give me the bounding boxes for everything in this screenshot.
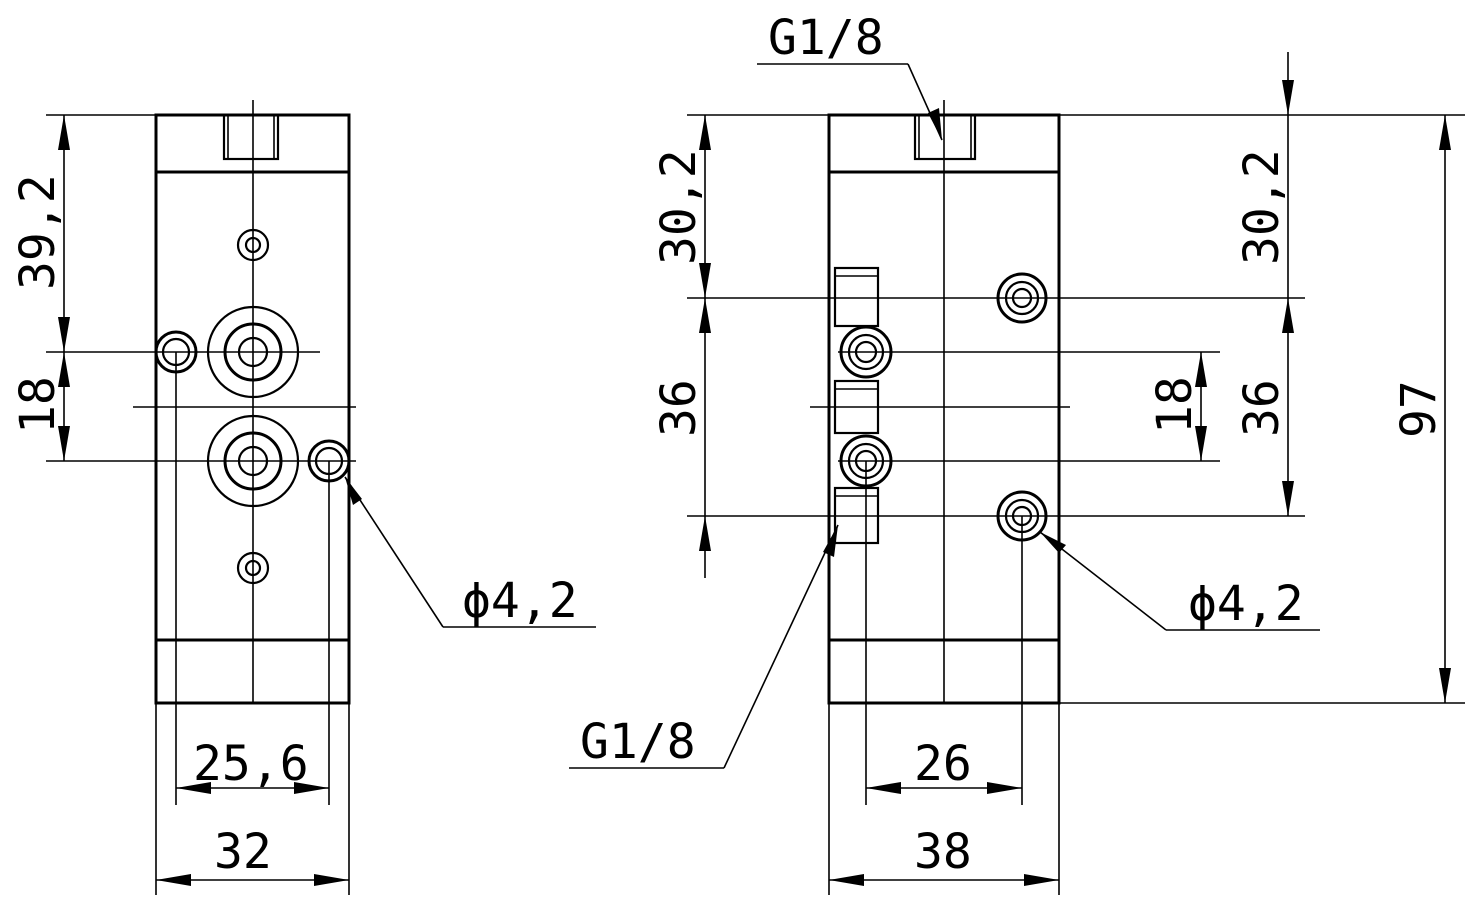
arrow xyxy=(1040,532,1066,553)
arrow xyxy=(928,108,942,140)
arrow xyxy=(1195,352,1207,387)
arrow xyxy=(58,115,70,150)
left-screw-top-inner xyxy=(244,236,262,254)
right-view: 30,2 36 30,2 36 18 97 26 38 xyxy=(569,10,1465,895)
port-label-side: G1/8 xyxy=(580,714,696,770)
left-screw-bottom-inner xyxy=(244,559,262,577)
arrow xyxy=(58,317,70,352)
arrow xyxy=(699,516,711,551)
arrow xyxy=(345,477,362,505)
arrow xyxy=(314,874,349,886)
arrow xyxy=(58,426,70,461)
dim-label-32: 32 xyxy=(214,824,272,880)
arrow xyxy=(156,874,191,886)
arrow xyxy=(1195,426,1207,461)
arrow xyxy=(294,782,329,794)
arrow xyxy=(58,352,70,387)
dim-label-30-2-right: 30,2 xyxy=(1234,149,1290,265)
hole-label-right: ϕ4,2 xyxy=(1188,576,1304,632)
arrow xyxy=(1439,115,1451,150)
leader-side-port xyxy=(723,524,839,769)
arrow xyxy=(987,782,1022,794)
dim-label-38: 38 xyxy=(914,824,972,880)
dim-label-36-left: 36 xyxy=(651,379,707,437)
side-fitting-1 xyxy=(833,266,880,328)
left-screw-bottom xyxy=(236,551,270,585)
arrow xyxy=(699,115,711,150)
arrow xyxy=(866,782,901,794)
arrow xyxy=(823,525,838,557)
dim-label-18-left: 18 xyxy=(10,376,66,434)
arrow xyxy=(829,874,864,886)
left-screw-top xyxy=(236,228,270,262)
dim-label-36-right: 36 xyxy=(1234,379,1290,437)
arrow xyxy=(699,298,711,333)
dim-label-26: 26 xyxy=(914,736,972,792)
dim-label-30-2-left: 30,2 xyxy=(651,149,707,265)
dim-label-97: 97 xyxy=(1391,380,1447,438)
dim-label-39-2: 39,2 xyxy=(10,174,66,290)
left-view: 39,2 18 25,6 32 ϕ4,2 xyxy=(10,100,596,895)
left-top-port xyxy=(222,113,280,161)
port-label-top: G1/8 xyxy=(768,10,884,66)
arrow xyxy=(1024,874,1059,886)
hole-label-left: ϕ4,2 xyxy=(462,573,578,629)
arrow xyxy=(176,782,211,794)
arrow xyxy=(1282,481,1294,516)
arrow xyxy=(1439,668,1451,703)
dim-label-18-right: 18 xyxy=(1147,376,1203,434)
dim-label-25-6: 25,6 xyxy=(193,736,309,792)
arrow xyxy=(699,263,711,298)
right-top-port xyxy=(913,113,977,161)
arrow xyxy=(1282,80,1294,115)
leader-hole-left xyxy=(344,476,444,628)
